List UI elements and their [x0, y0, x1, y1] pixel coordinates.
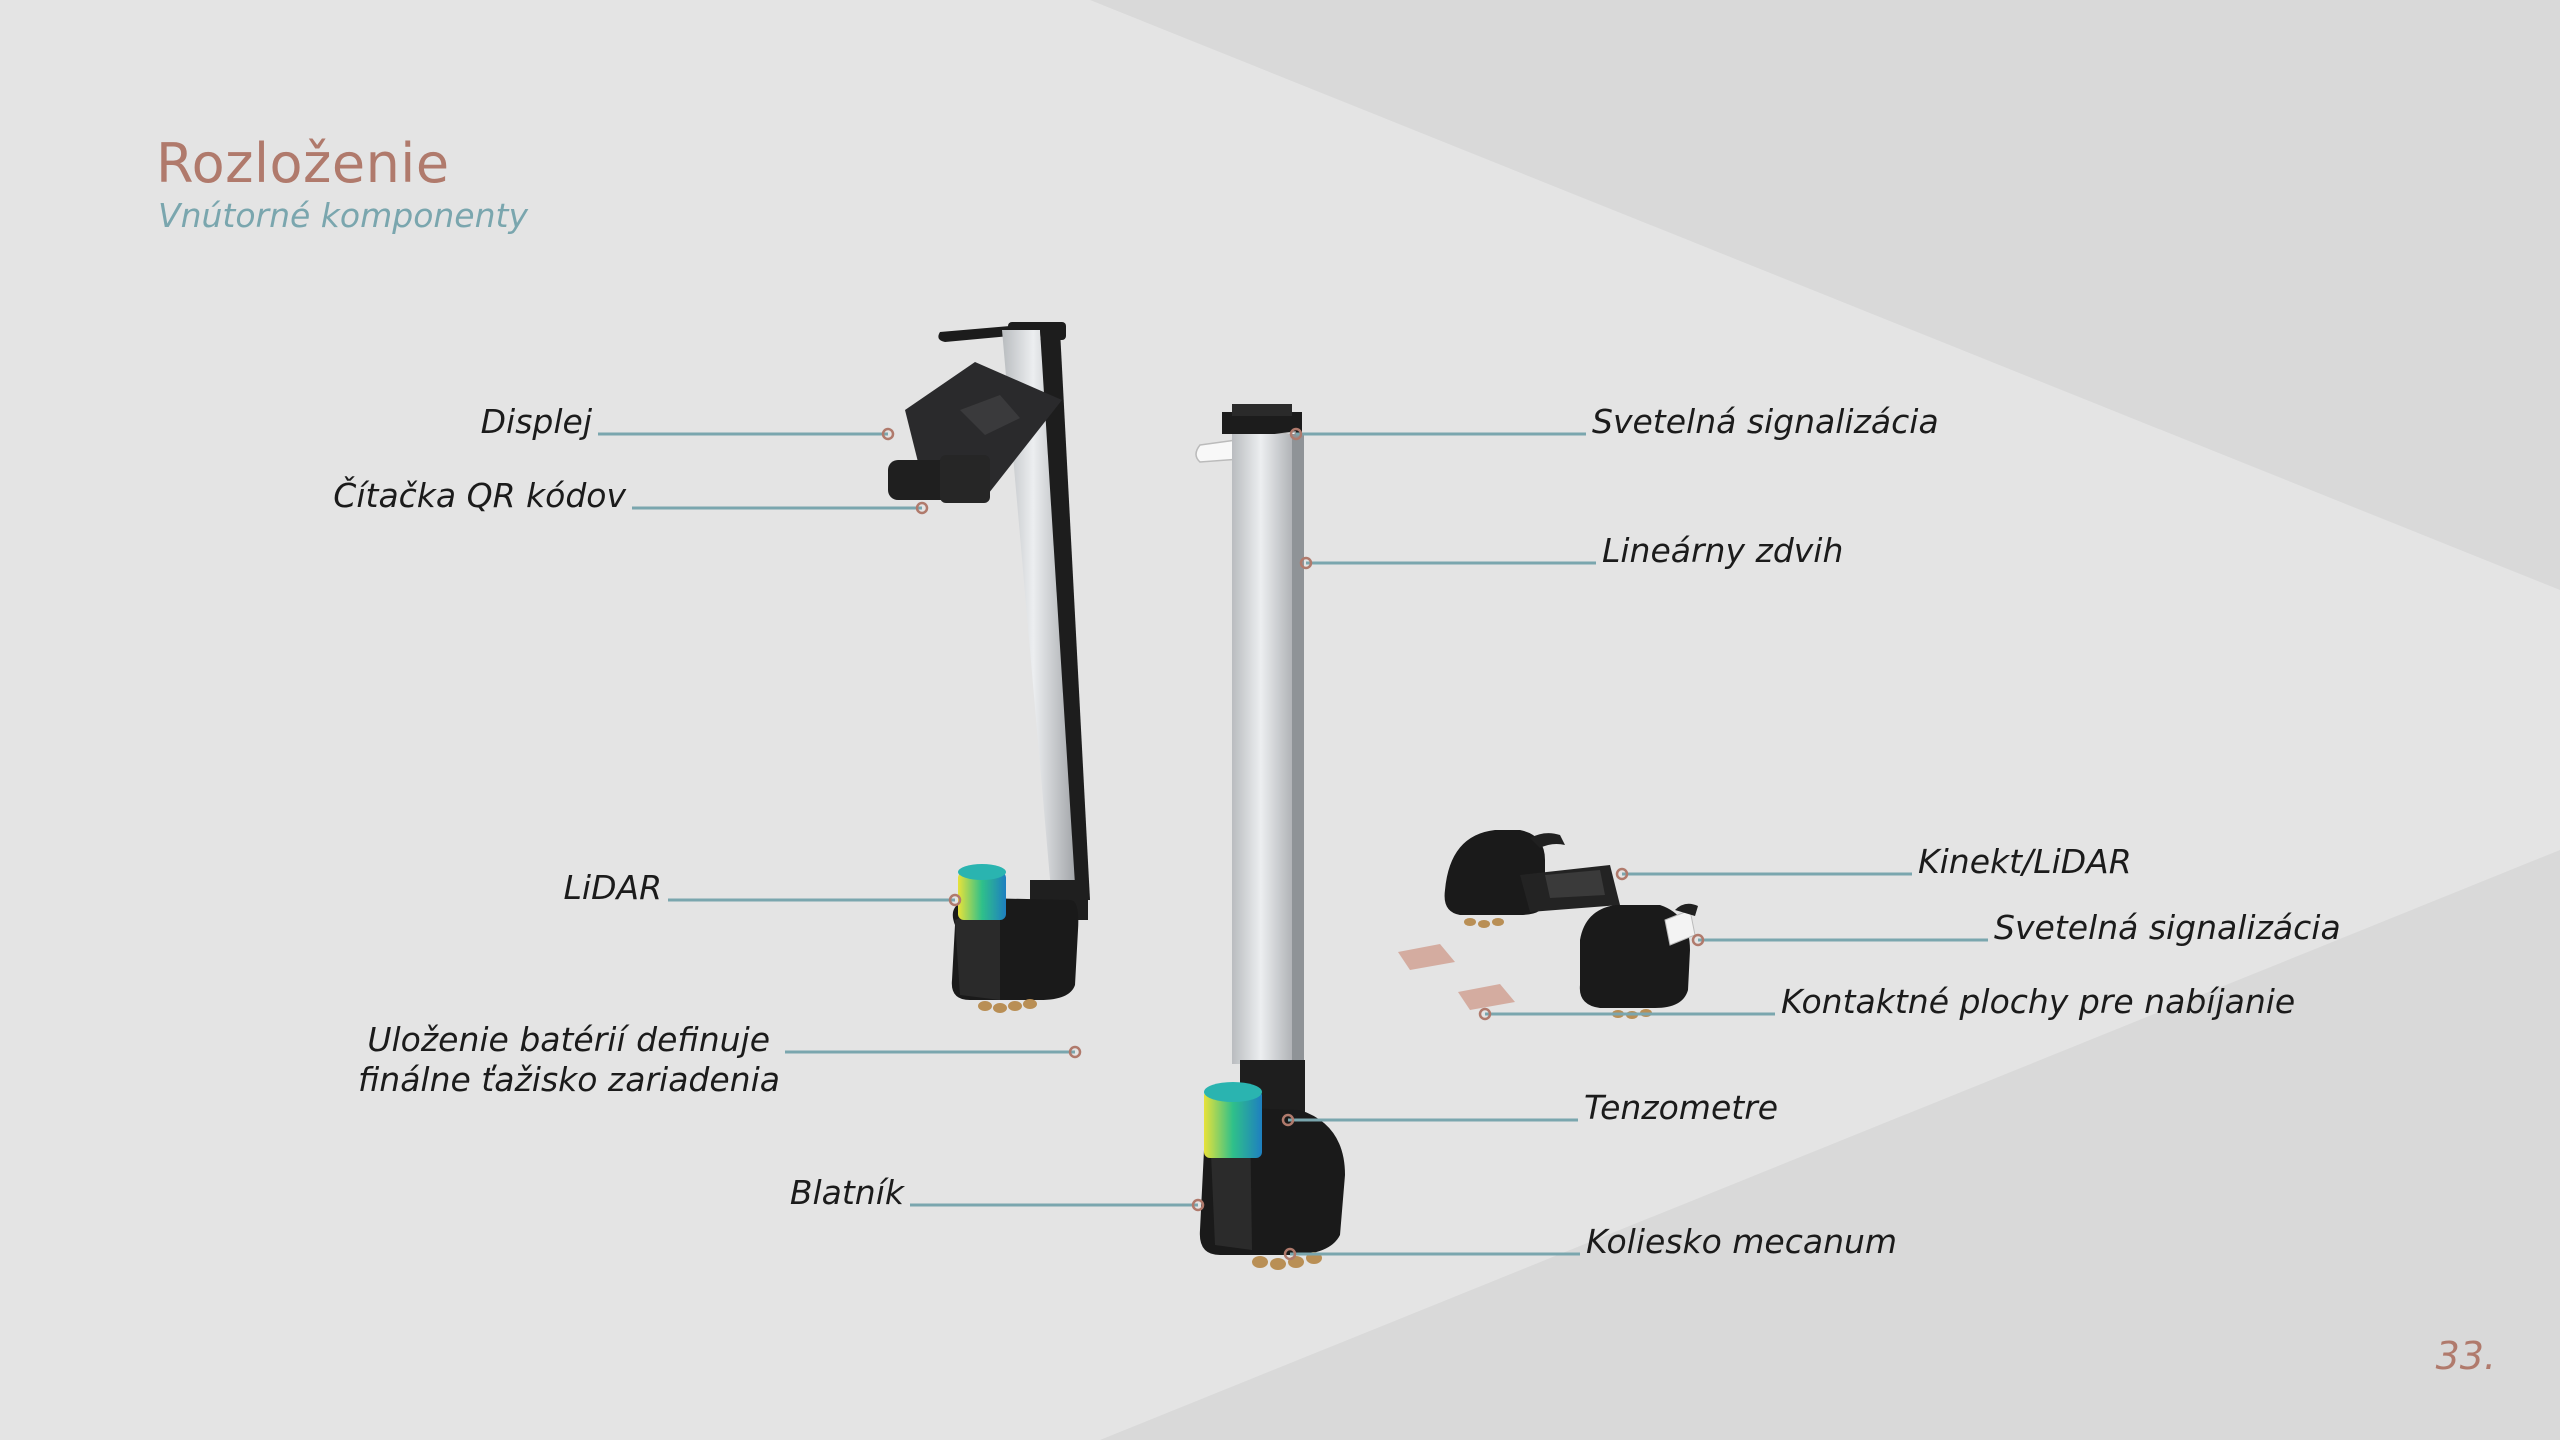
label-linear-lift: Lineárny zdvih — [1602, 531, 1844, 570]
slide-subtitle: Vnútorné komponenty — [158, 196, 528, 235]
label-light-signal-right: Svetelná signalizácia — [1994, 908, 2341, 947]
label-mecanum-wheel: Koliesko mecanum — [1586, 1222, 1898, 1261]
leader-dots — [881, 427, 1705, 1261]
middle-robot-render — [1195, 404, 1345, 1270]
label-lidar-left: LiDAR — [563, 868, 662, 907]
left-robot-render — [888, 322, 1090, 1013]
label-strain-gauges: Tenzometre — [1584, 1088, 1779, 1127]
page-number: 33. — [2435, 1334, 2496, 1378]
right-robot-render — [1398, 830, 1698, 1019]
label-battery-line2: finálne ťažisko zariadenia — [357, 1060, 780, 1099]
slide-title: Rozloženie — [156, 132, 450, 195]
label-kinect-lidar: Kinekt/LiDAR — [1918, 842, 2132, 881]
leader-lines — [598, 432, 1988, 1256]
label-fender: Blatník — [789, 1173, 904, 1212]
label-light-signal-top: Svetelná signalizácia — [1592, 402, 1939, 441]
label-charging-pads: Kontaktné plochy pre nabíjanie — [1781, 982, 2296, 1021]
label-display: Displej — [480, 402, 592, 441]
label-qr-reader: Čítačka QR kódov — [333, 476, 626, 515]
label-battery-line1: Uloženie batérií definuje — [367, 1020, 770, 1059]
